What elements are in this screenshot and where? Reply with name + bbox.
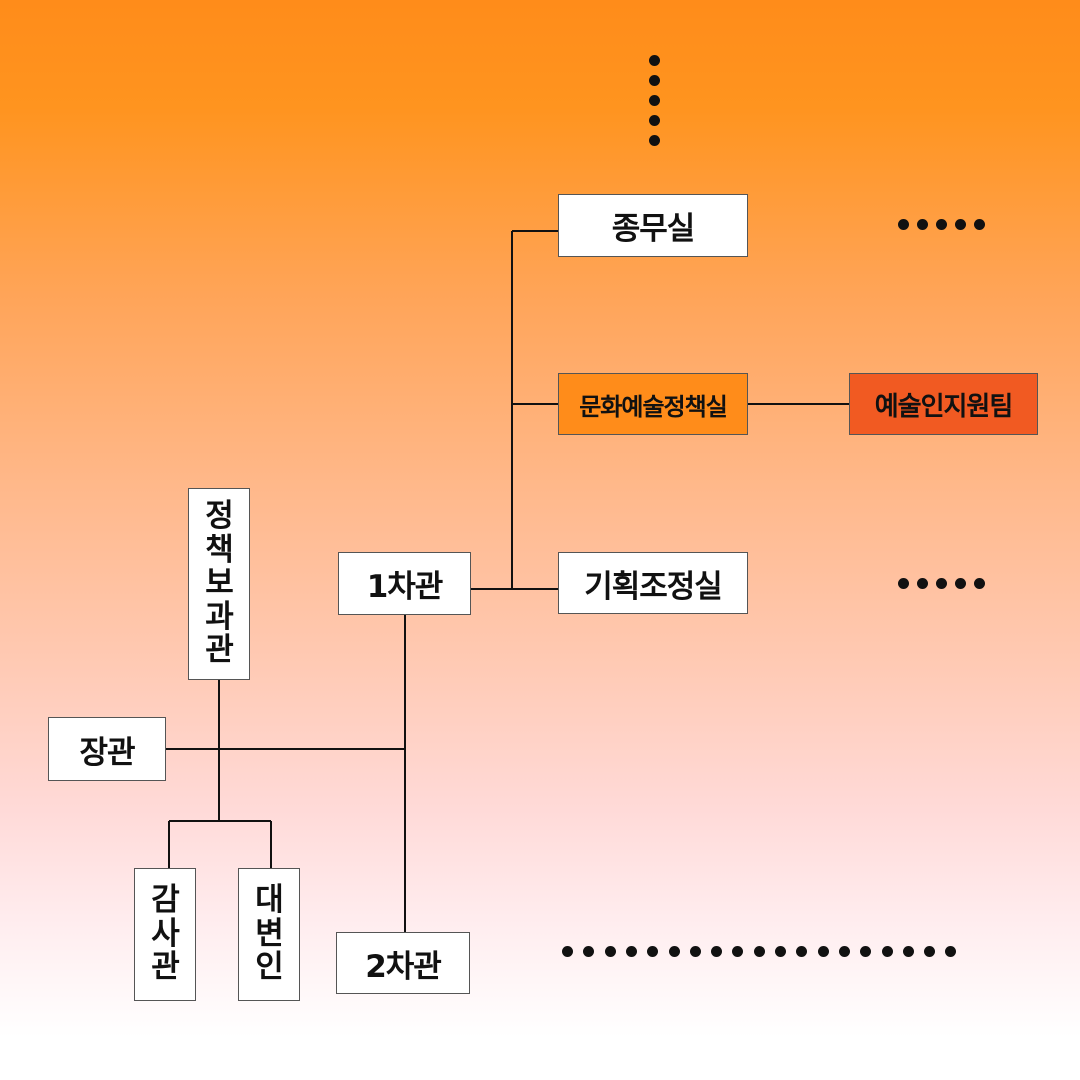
continuation-dot bbox=[817, 946, 829, 957]
continuation-dot bbox=[881, 946, 893, 957]
continuation-dot bbox=[917, 578, 928, 589]
continuation-dot bbox=[604, 946, 616, 957]
general-affairs-label: 종무실 bbox=[611, 211, 696, 247]
continuation-dot bbox=[796, 946, 808, 957]
arts-support-team-label: 예술인지원팀 bbox=[874, 391, 1014, 422]
continuation-dot bbox=[955, 219, 966, 230]
planning-coordination-label: 기획조정실 bbox=[584, 568, 723, 605]
continuation-dot bbox=[902, 946, 914, 957]
policy-advisor-char: 책 bbox=[205, 531, 234, 568]
continuation-dot bbox=[668, 946, 680, 957]
continuation-dot bbox=[974, 578, 985, 589]
arts-support-team-box[interactable]: 예술인지원팀 bbox=[849, 373, 1038, 435]
continuation-dot bbox=[649, 75, 660, 86]
continuation-dot bbox=[625, 946, 637, 957]
continuation-dot bbox=[860, 946, 872, 957]
inspector-box[interactable]: 감 사 관 bbox=[134, 868, 196, 1001]
continuation-dot bbox=[945, 946, 957, 957]
culture-arts-policy-box[interactable]: 문화예술정책실 bbox=[558, 373, 748, 435]
spokesperson-char: 인 bbox=[255, 949, 284, 986]
minister-box[interactable]: 장관 bbox=[48, 717, 166, 781]
policy-advisor-box[interactable]: 정 책 보 과 관 bbox=[188, 488, 250, 680]
continuation-dot bbox=[775, 946, 786, 957]
continuation-dot bbox=[711, 946, 723, 957]
continuation-dot bbox=[898, 219, 909, 230]
continuation-dot bbox=[649, 115, 660, 126]
policy-advisor-char: 보 bbox=[205, 565, 234, 602]
inspector-char: 사 bbox=[151, 915, 180, 952]
continuation-dot bbox=[917, 219, 928, 230]
continuation-dot bbox=[649, 55, 660, 66]
spokesperson-box[interactable]: 대 변 인 bbox=[238, 868, 300, 1001]
continuation-dot bbox=[936, 578, 947, 589]
policy-advisor-char: 과 bbox=[205, 598, 234, 635]
continuation-dot bbox=[647, 946, 659, 957]
continuation-dot bbox=[649, 135, 660, 146]
planning-coordination-box[interactable]: 기획조정실 bbox=[558, 552, 748, 614]
continuation-dot bbox=[974, 219, 985, 230]
policy-advisor-char: 정 bbox=[205, 498, 234, 535]
continuation-dot bbox=[732, 946, 744, 957]
culture-arts-policy-label: 문화예술정책실 bbox=[579, 392, 728, 421]
continuation-dot bbox=[838, 946, 850, 957]
minister-label: 장관 bbox=[79, 734, 135, 771]
continuation-dot bbox=[924, 946, 936, 957]
spokesperson-char: 대 bbox=[255, 882, 284, 919]
vice-minister-2-label: 2차관 bbox=[365, 948, 442, 985]
policy-advisor-char: 관 bbox=[205, 632, 234, 669]
continuation-dot bbox=[936, 219, 947, 230]
inspector-char: 감 bbox=[151, 882, 180, 919]
vice-minister-1-box[interactable]: 1차관 bbox=[338, 552, 471, 615]
continuation-dot bbox=[649, 95, 660, 106]
vice-minister-2-box[interactable]: 2차관 bbox=[336, 932, 470, 994]
continuation-dot bbox=[753, 946, 765, 957]
vice-minister-1-label: 1차관 bbox=[366, 569, 444, 605]
continuation-dot bbox=[689, 946, 701, 957]
continuation-dot bbox=[583, 946, 595, 957]
continuation-dot bbox=[898, 578, 909, 589]
continuation-dot bbox=[955, 578, 966, 589]
inspector-char: 관 bbox=[151, 949, 180, 986]
spokesperson-char: 변 bbox=[255, 915, 284, 952]
continuation-dot bbox=[562, 946, 573, 957]
general-affairs-box[interactable]: 종무실 bbox=[558, 194, 748, 257]
